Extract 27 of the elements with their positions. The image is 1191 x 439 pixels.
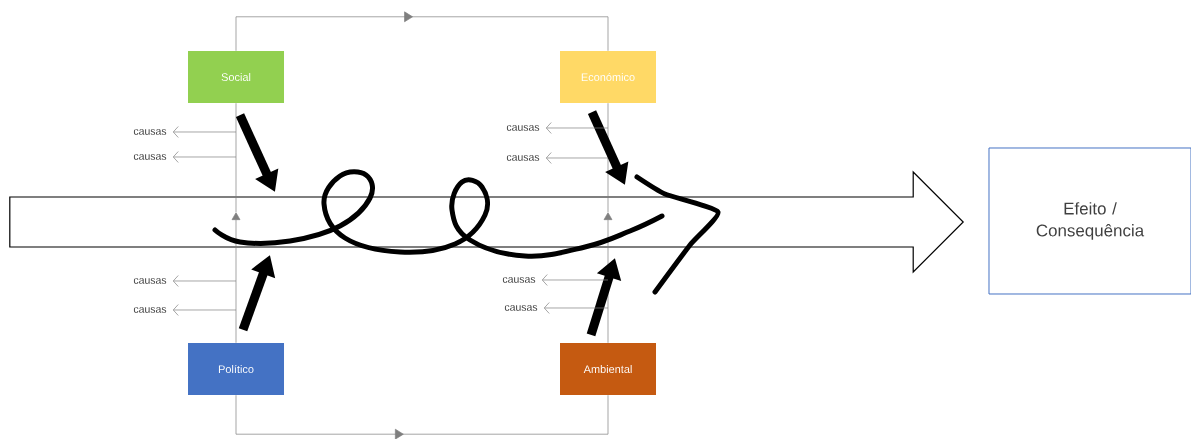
cause-label: causas	[506, 155, 540, 161]
arrow	[172, 304, 237, 316]
arrow	[172, 126, 237, 138]
category-box: Político	[188, 343, 284, 395]
arrow	[545, 122, 609, 134]
category-box: Social	[188, 51, 284, 103]
connector	[235, 102, 237, 213]
cause-label: causas	[133, 307, 167, 313]
cause-label: causas	[133, 129, 167, 135]
cause-label: causas	[133, 154, 167, 160]
cause-label: causas	[502, 277, 536, 283]
cause-label: causas	[133, 278, 167, 284]
arrow	[543, 302, 609, 314]
connector	[235, 394, 609, 439]
arrow	[172, 275, 237, 287]
effect-box: Efeito / Consequência	[988, 147, 1191, 295]
connector	[235, 11, 609, 52]
cause-label: causas	[506, 125, 540, 131]
arrow	[172, 151, 237, 163]
connector	[231, 212, 241, 344]
block-arrow	[9, 170, 965, 274]
connector	[603, 212, 613, 344]
category-box: Económico	[560, 51, 656, 103]
arrow	[541, 274, 609, 286]
cause-label: causas	[504, 305, 538, 311]
category-box: Ambiental	[560, 343, 656, 395]
arrow	[545, 152, 609, 164]
